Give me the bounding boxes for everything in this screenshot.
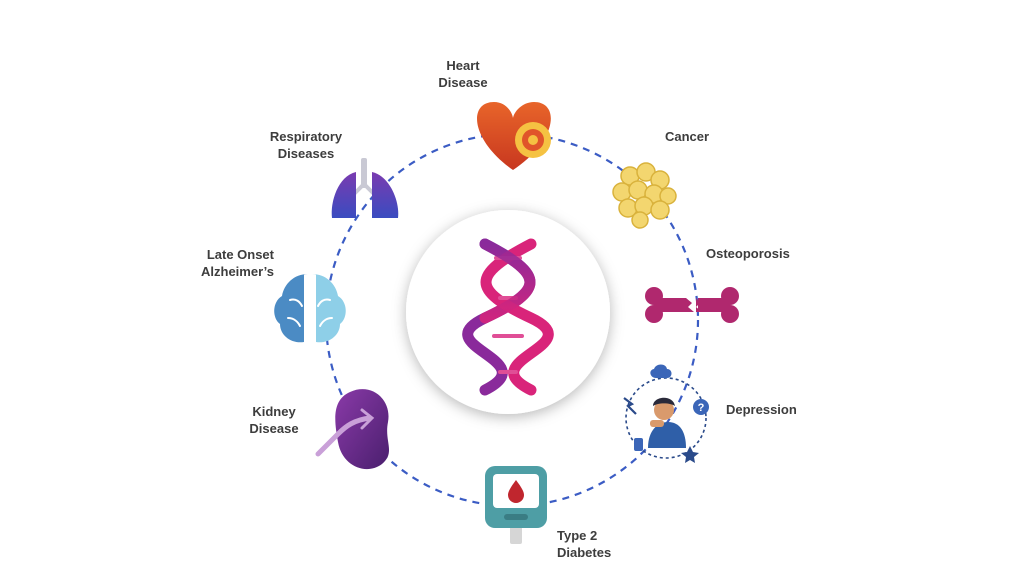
depressed-person-icon: ? xyxy=(623,364,709,463)
label-line: Cancer xyxy=(665,129,710,144)
label-line: Depression xyxy=(726,402,797,417)
lungs-icon xyxy=(331,158,399,218)
label-kidney-disease: Kidney Disease xyxy=(244,403,304,437)
brain-icon xyxy=(274,274,346,343)
label-respiratory-diseases: Respiratory Diseases xyxy=(261,128,351,162)
dna-helix-icon xyxy=(462,238,554,396)
label-late-onset-alzheimers: Late Onset Alzheimer’s xyxy=(170,246,274,280)
label-cancer: Cancer xyxy=(665,128,745,145)
label-line: Late Onset xyxy=(206,247,274,262)
label-line: Respiratory xyxy=(269,129,343,144)
label-osteoporosis: Osteoporosis xyxy=(706,245,816,262)
label-line: Diseases xyxy=(277,146,335,161)
label-line: Disease xyxy=(249,421,299,436)
svg-text:?: ? xyxy=(698,402,705,414)
label-line: Alzheimer’s xyxy=(201,264,274,279)
label-line: Kidney xyxy=(252,404,296,419)
cancer-cells-icon xyxy=(612,162,677,229)
label-line: Osteoporosis xyxy=(706,246,790,261)
label-line: Diabetes xyxy=(557,545,612,560)
label-line: Heart xyxy=(446,58,480,73)
broken-bone-icon xyxy=(645,287,739,323)
label-depression: Depression xyxy=(726,401,826,418)
label-heart-disease: Heart Disease xyxy=(432,57,494,91)
label-line: Disease xyxy=(438,75,488,90)
kidney-icon xyxy=(315,389,390,470)
label-type-2-diabetes: Type 2 Diabetes xyxy=(557,527,647,561)
label-line: Type 2 xyxy=(557,528,598,543)
heart-icon xyxy=(477,102,551,170)
glucose-meter-icon xyxy=(485,466,547,544)
